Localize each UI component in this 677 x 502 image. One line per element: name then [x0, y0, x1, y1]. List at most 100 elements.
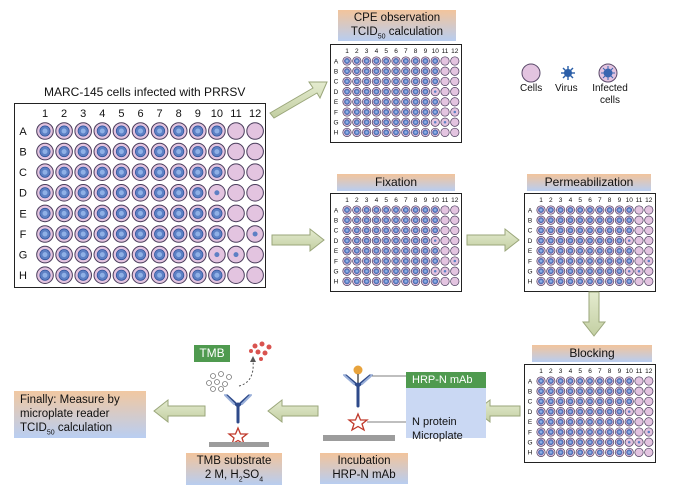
infected-well — [371, 127, 381, 137]
blocking-caption: Blocking — [532, 345, 652, 362]
cell-well — [644, 266, 654, 276]
infected-well — [536, 427, 546, 437]
tmb-substrate-caption: TMB substrate 2 M, H2SO4 — [186, 453, 282, 485]
infected-well — [342, 66, 352, 76]
plate-col-label: 11 — [230, 108, 241, 120]
infected-well — [605, 266, 615, 276]
infected-well — [585, 205, 595, 215]
cell-well — [644, 447, 654, 457]
permeabilization-caption: Permeabilization — [527, 174, 651, 191]
plate-col-label: 1 — [345, 197, 349, 204]
infected-well — [420, 266, 430, 276]
infected-well — [430, 56, 440, 66]
hrp-icon — [353, 365, 363, 375]
infected-well — [189, 184, 207, 202]
plate-col-label: 6 — [588, 368, 592, 375]
infected-well — [362, 76, 372, 86]
infected-well — [36, 266, 54, 284]
infected-well — [614, 276, 624, 286]
infected-well — [411, 225, 421, 235]
infected-well — [391, 225, 401, 235]
infected-well — [381, 117, 391, 127]
cell-well — [450, 266, 460, 276]
tmb-oxidized-molecules-icon — [249, 341, 272, 361]
microplate-bar — [323, 435, 395, 441]
infected-well — [362, 266, 372, 276]
infected-well — [371, 266, 381, 276]
plate-col-label: 5 — [578, 368, 582, 375]
infected-well — [556, 205, 566, 215]
infected-well — [536, 266, 546, 276]
infected-well — [546, 215, 556, 225]
infected-well — [575, 417, 585, 427]
cell-well — [227, 225, 245, 243]
infected-well — [381, 246, 391, 256]
plate-col-label: 5 — [384, 48, 388, 55]
infected-well — [381, 66, 391, 76]
cell-well — [644, 437, 654, 447]
infected-well — [565, 225, 575, 235]
plate-col-label: 7 — [598, 197, 602, 204]
infected-well — [189, 163, 207, 181]
cell-well — [440, 256, 450, 266]
infected-well — [169, 163, 188, 181]
infected-well — [74, 225, 92, 243]
cell-well — [246, 266, 264, 284]
cell-well — [430, 87, 440, 97]
infected-well — [352, 127, 362, 137]
infected-well — [565, 396, 575, 406]
infected-well — [605, 225, 615, 235]
cell-well — [440, 87, 450, 97]
plate-col-label: 1 — [539, 368, 543, 375]
infected-well — [546, 427, 556, 437]
infected-well — [342, 236, 352, 246]
plate-col-label: 11 — [636, 368, 643, 375]
infected-well — [556, 266, 566, 276]
infected-well — [342, 56, 352, 66]
plate-row-label: E — [334, 99, 339, 106]
infected-well — [381, 236, 391, 246]
plate-row-label: E — [528, 248, 533, 255]
infected-well — [55, 184, 73, 202]
infected-well — [624, 225, 634, 235]
infected-well — [595, 376, 605, 386]
cell-well — [450, 225, 460, 235]
cell-well — [227, 204, 245, 223]
infected-well — [605, 236, 615, 246]
infected-well — [371, 205, 381, 215]
infected-well — [55, 163, 73, 181]
plate-col-label: 4 — [375, 197, 379, 204]
infected-well — [381, 225, 391, 235]
cell-well — [430, 117, 440, 127]
infected-well — [565, 447, 575, 457]
infected-well — [536, 376, 546, 386]
cell-well — [634, 256, 644, 266]
infected-well — [420, 56, 430, 66]
cell-well — [440, 276, 450, 286]
plate-col-label: 3 — [365, 197, 369, 204]
infected-well — [565, 215, 575, 225]
plate-row-label: E — [528, 419, 533, 426]
infected-well — [420, 66, 430, 76]
infected-well — [55, 266, 73, 284]
infected-well — [391, 256, 401, 266]
plate-col-label: 3 — [559, 197, 563, 204]
plate-col-label: 2 — [549, 368, 553, 375]
plate-row-label: B — [334, 68, 338, 75]
plate-col-label: 7 — [404, 197, 408, 204]
infected-well — [575, 447, 585, 457]
cell-well — [634, 427, 644, 437]
infected-well — [585, 256, 595, 266]
cell-well — [227, 184, 245, 202]
infected-well — [401, 215, 411, 225]
plate-col-label: 10 — [626, 368, 634, 375]
infected-well — [401, 236, 411, 246]
infected-well — [55, 245, 73, 264]
plate-col-label: 7 — [157, 108, 163, 120]
cell-well — [450, 246, 460, 256]
infected-well — [430, 246, 440, 256]
infected-well — [352, 97, 362, 107]
infected-well — [556, 276, 566, 286]
